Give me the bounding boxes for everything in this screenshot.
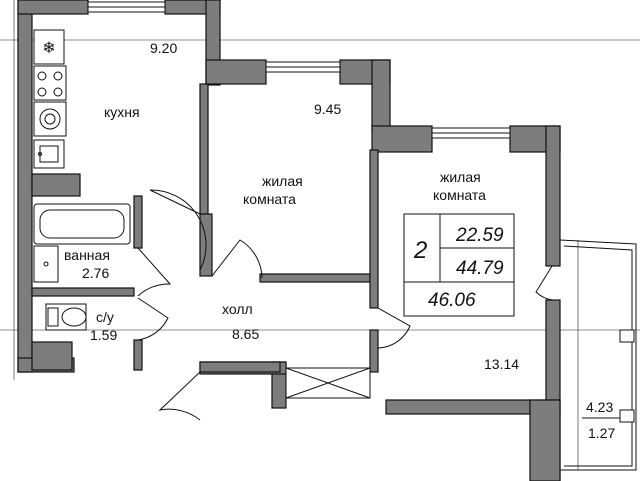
balcony-area-top: 4.23	[586, 399, 613, 415]
room1-hall-wall	[259, 273, 377, 283]
area-summary-table: 2 22.59 44.79 46.06	[403, 213, 515, 317]
room1-door	[211, 239, 263, 279]
hall-area: 8.65	[232, 326, 259, 342]
wc-door	[137, 297, 169, 341]
room2-area: 13.14	[484, 356, 519, 372]
balcony	[559, 239, 637, 471]
interior-walls	[31, 83, 379, 373]
bathroom-fixtures	[33, 203, 131, 331]
entrance-door	[158, 371, 201, 421]
room2-label-line1: жилая	[440, 169, 481, 185]
wc-shaft	[31, 341, 73, 371]
kitchen-room1-wall	[199, 83, 209, 215]
kitchen-bath-wall	[31, 173, 81, 197]
bathtub	[33, 203, 131, 245]
kitchen-area: 9.20	[150, 40, 177, 56]
hall-bottom-wall	[199, 361, 281, 373]
bathroom-area: 2.76	[82, 265, 109, 281]
wc-label: с/у	[96, 309, 114, 325]
washing-machine	[33, 101, 67, 137]
kitchen-label: кухня	[104, 104, 140, 120]
usable-area: 44.79	[456, 258, 504, 279]
room2-door	[377, 307, 411, 349]
hall-label: холл	[222, 301, 253, 317]
bathroom-label: ванная	[64, 247, 110, 263]
balcony-door	[535, 265, 553, 301]
room1-room2-wall	[369, 149, 379, 309]
wc-area: 1.59	[90, 327, 117, 343]
rooms-count: 2	[413, 237, 427, 264]
balcony-area-bottom: 1.27	[588, 425, 615, 441]
stove	[33, 65, 67, 101]
room-labels: 9.20 кухня 9.45 жилая комната жилая комн…	[64, 40, 620, 441]
room2-label-line2: комната	[433, 187, 486, 203]
wc-hall-wall	[133, 339, 143, 371]
total-area: 46.06	[428, 290, 476, 311]
fridge	[33, 29, 65, 65]
left-outer-wall	[17, 0, 33, 373]
room1-area: 9.45	[314, 101, 341, 117]
doors	[137, 189, 553, 421]
wardrobe	[285, 367, 371, 399]
living-area: 22.59	[455, 225, 504, 246]
right-wall-upper	[545, 125, 561, 267]
bath-wc-wall	[31, 287, 135, 297]
exterior-walls	[17, 0, 561, 481]
bath-hall-wall	[133, 195, 143, 249]
hall-room2-wall	[369, 329, 379, 373]
bath-sink	[33, 245, 59, 283]
bath-door	[137, 247, 172, 297]
windows	[87, 1, 511, 139]
room1-label-line1: жилая	[262, 173, 303, 189]
kitchen-door	[149, 189, 207, 271]
snowflake-icon: ❄	[42, 40, 55, 57]
bottom-wall-step	[529, 399, 561, 481]
top-wall-room2-left	[371, 125, 433, 153]
kitchen-fixtures: ❄	[33, 29, 67, 169]
top-wall-kitchen	[17, 0, 89, 15]
room1-room2-pillar	[371, 59, 391, 131]
room1-label-line2: комната	[243, 191, 296, 207]
top-wall-step	[205, 59, 267, 85]
guide-lines	[0, 0, 640, 470]
